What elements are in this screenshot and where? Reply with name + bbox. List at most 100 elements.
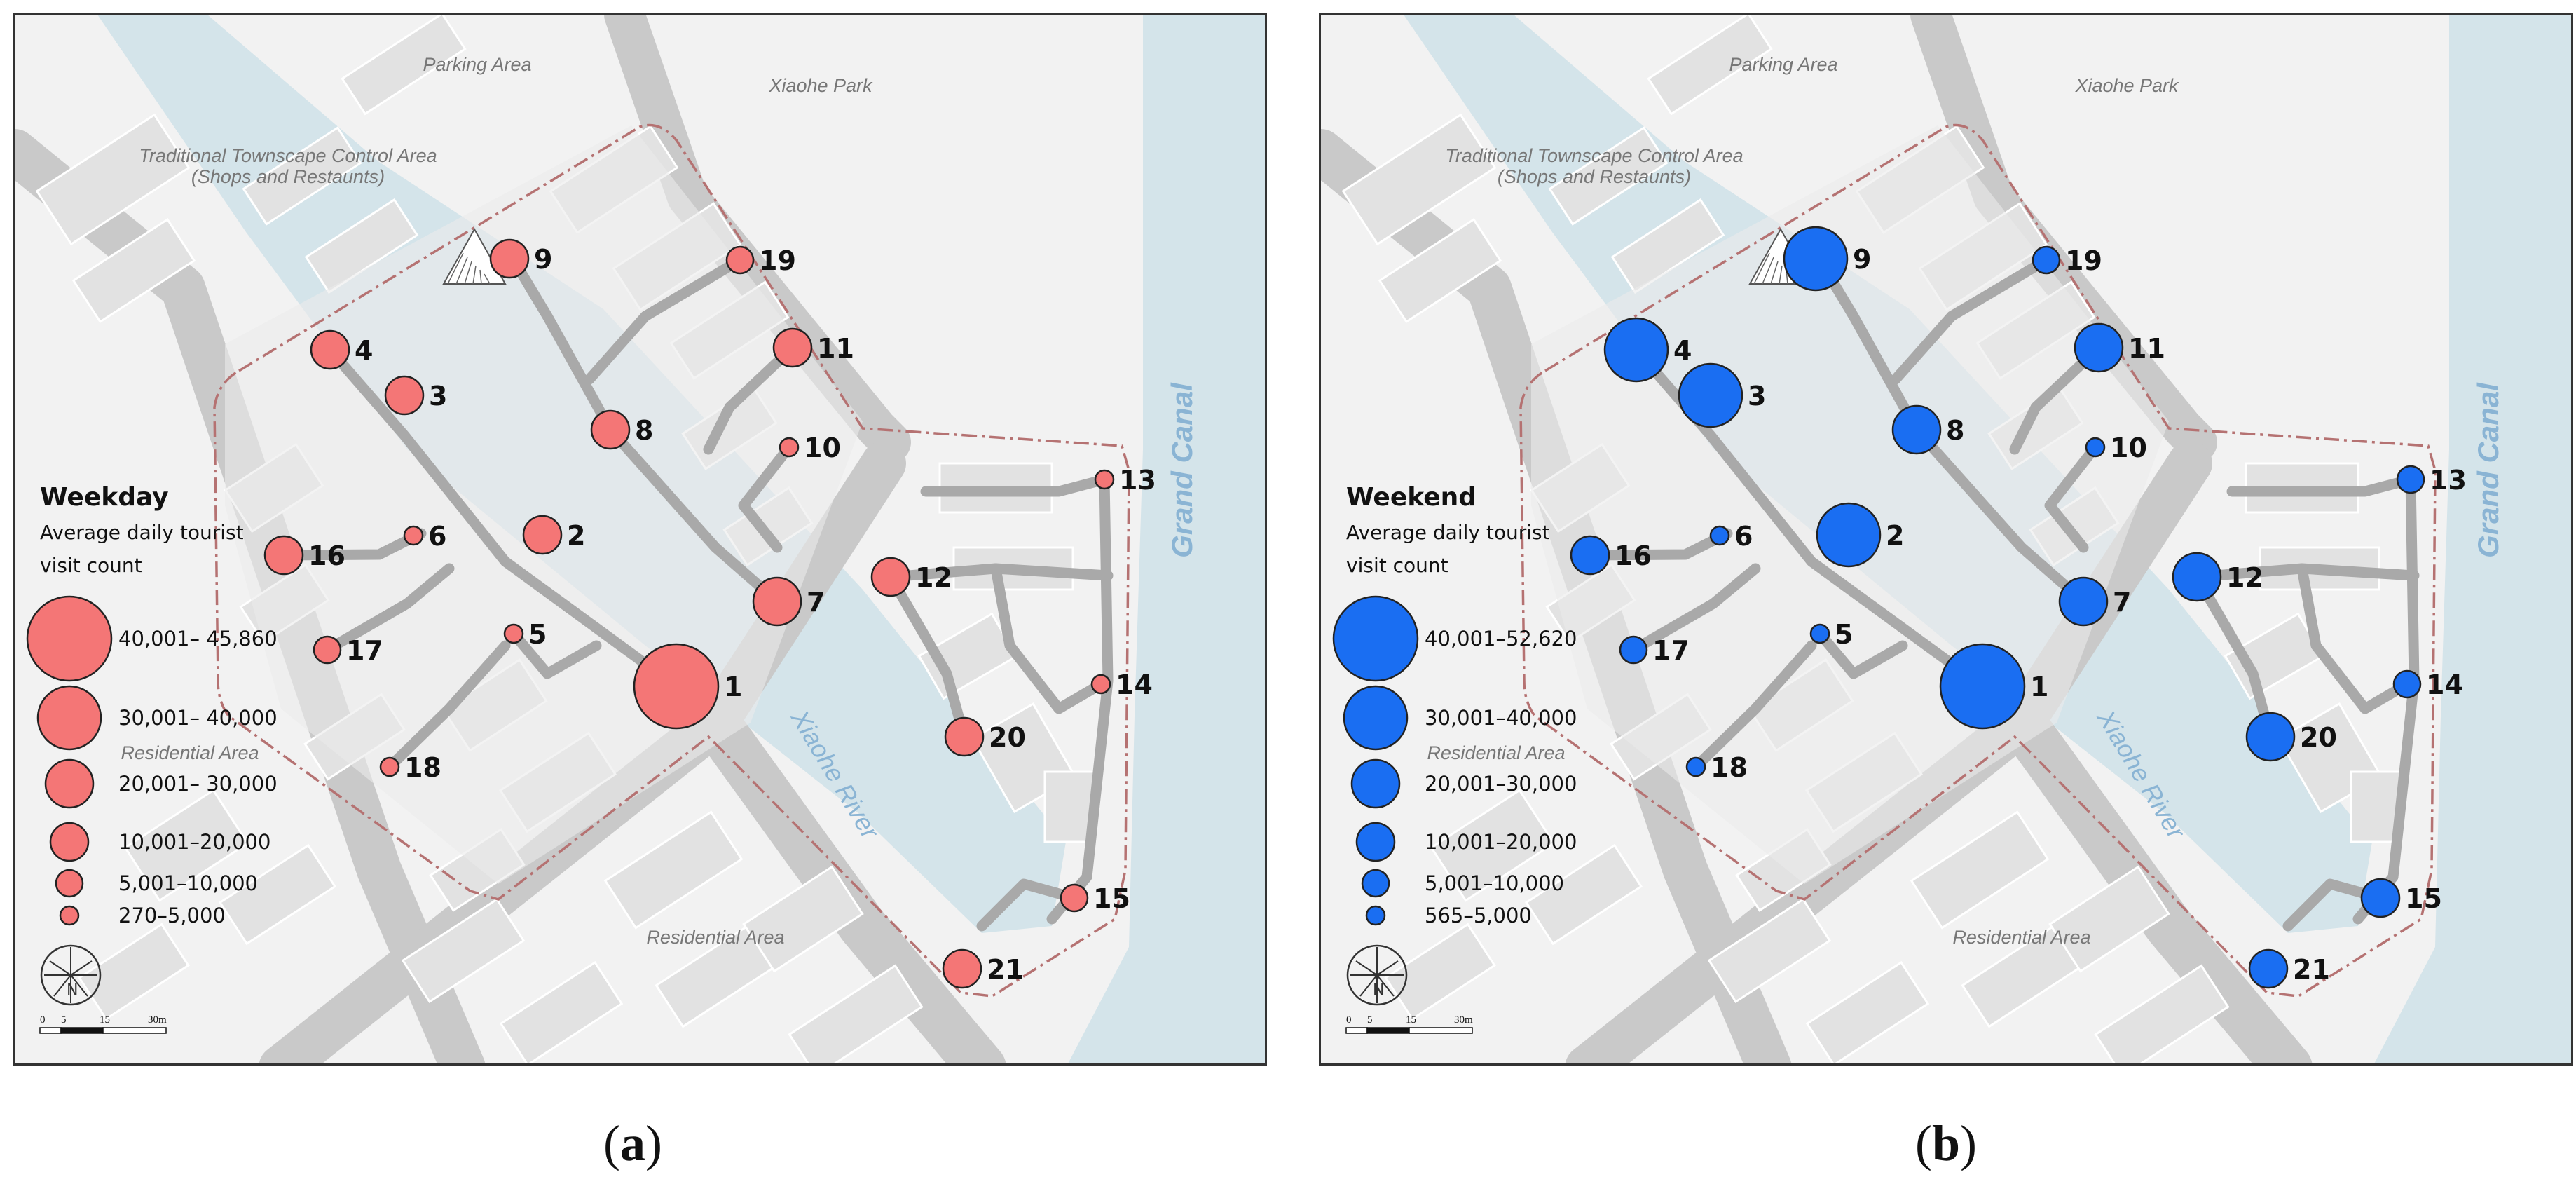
legend-symbol bbox=[1332, 595, 1419, 682]
alley bbox=[976, 878, 1080, 932]
building-block bbox=[742, 865, 864, 973]
alley bbox=[2044, 442, 2101, 553]
parking-area-label: Parking Area bbox=[423, 54, 531, 75]
legend-label: 30,001– 40,000 bbox=[118, 706, 278, 730]
point-number-label: 9 bbox=[1853, 244, 1871, 275]
point-number-label: 21 bbox=[987, 954, 1024, 985]
point-number-label: 17 bbox=[346, 635, 383, 666]
point-number-label: 6 bbox=[428, 521, 446, 552]
alley bbox=[2296, 563, 2413, 714]
attraction-point-21 bbox=[2248, 948, 2289, 989]
legend-label: 5,001–10,000 bbox=[118, 871, 258, 895]
point-number-label: 16 bbox=[1615, 540, 1652, 571]
attraction-point-16 bbox=[1570, 535, 1610, 576]
building-block bbox=[304, 198, 419, 294]
point-number-label: 5 bbox=[1835, 619, 1853, 650]
townscape-label: Traditional Townscape Control Area bbox=[139, 145, 437, 166]
building-block bbox=[1707, 898, 1832, 1003]
building-block bbox=[218, 843, 337, 946]
road bbox=[691, 698, 1006, 1063]
legend-title: Weekend bbox=[1346, 483, 1477, 512]
attraction-point-15 bbox=[1060, 883, 1089, 913]
building-block bbox=[788, 964, 924, 1063]
point-number-label: 15 bbox=[1093, 883, 1130, 914]
attraction-point-3 bbox=[384, 375, 425, 416]
legend-symbol bbox=[1361, 869, 1390, 898]
attraction-point-20 bbox=[944, 716, 985, 757]
attraction-point-11 bbox=[2074, 322, 2124, 373]
attraction-point-19 bbox=[2032, 245, 2061, 275]
building-block bbox=[78, 923, 190, 1021]
scale-tick-label: 5 bbox=[1367, 1014, 1373, 1026]
point-number-label: 2 bbox=[567, 520, 585, 551]
legend-subtitle: visit count bbox=[40, 554, 142, 577]
alley bbox=[885, 571, 970, 742]
point-number-label: 21 bbox=[2293, 954, 2330, 985]
attraction-point-10 bbox=[2085, 437, 2106, 458]
attraction-point-11 bbox=[772, 327, 813, 368]
legend-symbol bbox=[59, 905, 80, 926]
svg-text:N: N bbox=[1373, 981, 1384, 999]
point-number-label: 5 bbox=[528, 619, 547, 650]
attraction-point-12 bbox=[2172, 552, 2222, 602]
building-block bbox=[242, 126, 362, 226]
alley bbox=[990, 563, 1107, 714]
building-block bbox=[123, 789, 249, 902]
attraction-point-1 bbox=[633, 643, 720, 730]
building-block bbox=[2350, 770, 2402, 843]
scale-tick-label: 0 bbox=[40, 1014, 46, 1026]
point-number-label: 19 bbox=[759, 245, 796, 276]
point-number-label: 10 bbox=[804, 433, 841, 463]
building-block bbox=[499, 961, 624, 1063]
attraction-point-5 bbox=[1809, 623, 1830, 644]
alley bbox=[1628, 563, 1761, 655]
attraction-point-13 bbox=[2396, 465, 2425, 494]
legend-label: 20,001–30,000 bbox=[1425, 772, 1577, 796]
building-block bbox=[1910, 810, 2050, 930]
alley bbox=[1814, 628, 1908, 679]
point-number-label: 8 bbox=[1946, 415, 1964, 446]
alley bbox=[738, 442, 795, 553]
building-block bbox=[341, 15, 467, 116]
attraction-point-8 bbox=[1891, 404, 1942, 455]
caption-b: (b) bbox=[1914, 1115, 1977, 1171]
attraction-point-12 bbox=[870, 557, 911, 597]
building-block bbox=[603, 810, 744, 930]
point-number-label: 3 bbox=[1748, 381, 1766, 411]
legend-symbol bbox=[44, 758, 95, 809]
caption-letter: b bbox=[1931, 1115, 1961, 1171]
building-block bbox=[1430, 789, 1556, 902]
legend-label: 10,001–20,000 bbox=[1425, 830, 1577, 854]
legend-symbol bbox=[36, 685, 102, 751]
attraction-point-14 bbox=[1090, 674, 1111, 695]
alley bbox=[1690, 640, 1817, 772]
attraction-point-15 bbox=[2360, 878, 2401, 918]
attraction-point-21 bbox=[942, 948, 982, 989]
point-number-label: 3 bbox=[429, 381, 447, 411]
legend-label: 565–5,000 bbox=[1425, 904, 1532, 927]
legend-symbol bbox=[1355, 822, 1396, 862]
attraction-point-6 bbox=[1709, 525, 1730, 546]
residential-label-south: Residential Area bbox=[646, 927, 784, 948]
attraction-point-4 bbox=[310, 329, 350, 370]
attraction-point-2 bbox=[1816, 502, 1882, 568]
point-number-label: 16 bbox=[308, 540, 345, 571]
grand-canal-label: Grand Canal bbox=[1165, 382, 1198, 558]
building-block bbox=[401, 898, 526, 1003]
alley bbox=[2226, 474, 2416, 497]
attraction-point-1 bbox=[1939, 643, 2026, 730]
point-number-label: 17 bbox=[1652, 635, 1690, 666]
legend-label: 40,001– 45,860 bbox=[118, 627, 278, 651]
point-number-label: 11 bbox=[2128, 333, 2165, 364]
legend-label: 5,001–10,000 bbox=[1425, 871, 1564, 895]
point-number-label: 14 bbox=[1116, 669, 1153, 700]
attraction-point-13 bbox=[1094, 469, 1115, 490]
legend-symbol bbox=[1365, 905, 1386, 926]
building-block bbox=[35, 113, 191, 246]
scale-tick-label: 5 bbox=[61, 1014, 67, 1026]
caption-letter: a bbox=[620, 1115, 645, 1171]
